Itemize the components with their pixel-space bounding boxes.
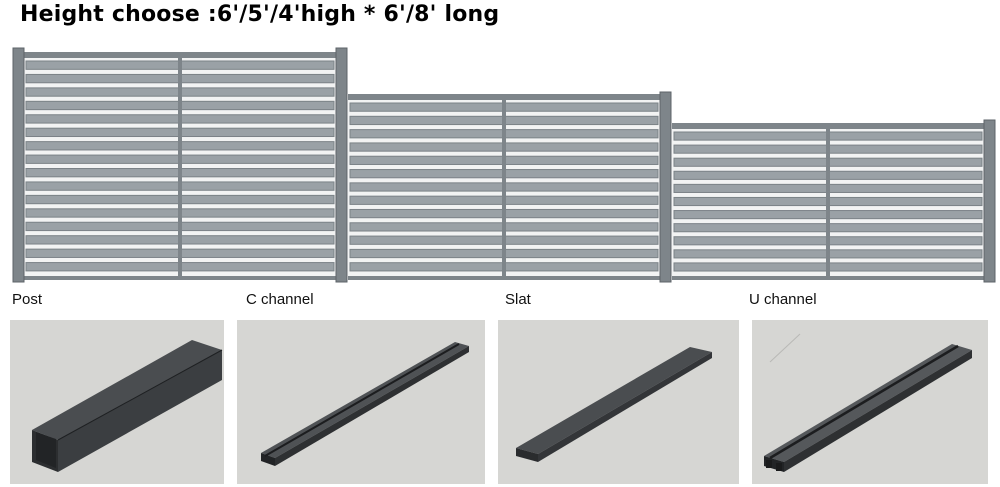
post-icon bbox=[32, 340, 223, 472]
page-title: Height choose :6'/5'/4'high * 6'/8' long bbox=[20, 2, 500, 27]
panel-4ft-bottom-channel bbox=[672, 276, 984, 280]
panel-4ft-post-right bbox=[983, 119, 996, 283]
panel-6ft-mid-stiffener bbox=[178, 52, 182, 280]
u-channel-icon bbox=[764, 333, 972, 472]
u-channel-image bbox=[752, 320, 988, 484]
post-label: Post bbox=[12, 291, 43, 308]
panel-6ft-post-right bbox=[335, 47, 348, 283]
panel-5ft-post-right bbox=[659, 91, 672, 283]
slat-label: Slat bbox=[505, 291, 531, 308]
panel-4ft-mid-stiffener bbox=[826, 123, 830, 280]
post-left bbox=[12, 47, 25, 283]
post-image bbox=[10, 320, 224, 484]
c-channel-image bbox=[237, 320, 485, 484]
fence-panels-diagram bbox=[12, 47, 996, 283]
panel-5ft-bottom-channel bbox=[348, 276, 660, 280]
panel-6ft-bottom-channel bbox=[24, 276, 336, 280]
slat-image bbox=[498, 320, 739, 484]
panel-5ft-mid-stiffener bbox=[502, 94, 506, 280]
u-channel-label: U channel bbox=[749, 291, 817, 308]
slat-icon bbox=[516, 347, 712, 462]
c-channel-icon bbox=[261, 342, 469, 466]
c-channel-label: C channel bbox=[246, 291, 314, 308]
